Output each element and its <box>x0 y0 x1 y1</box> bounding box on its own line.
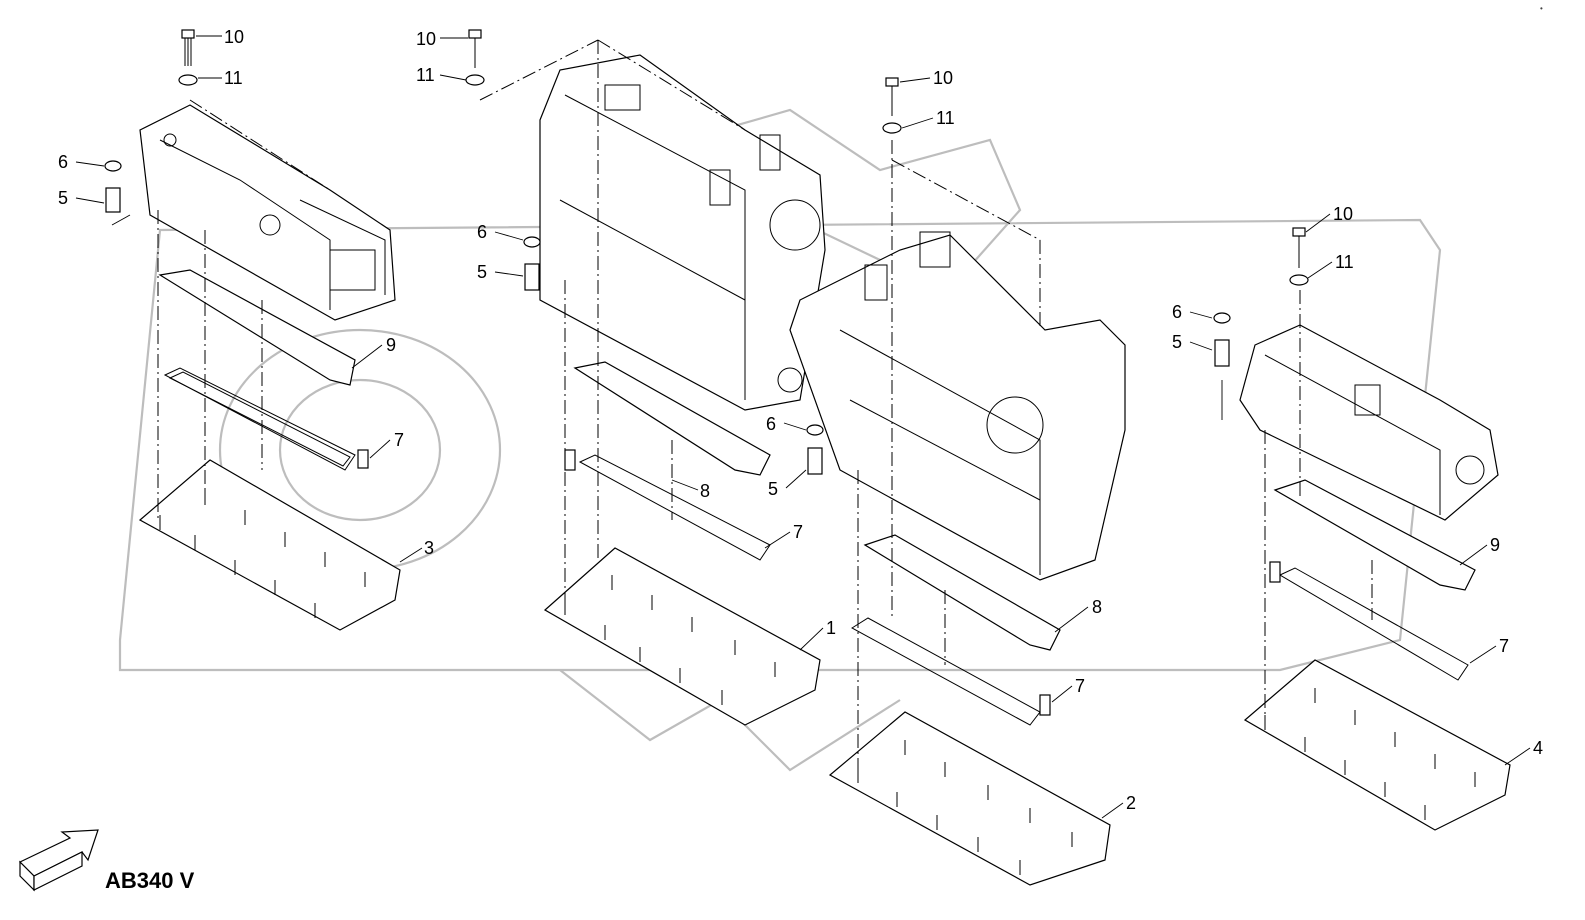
washer-icon <box>465 74 485 86</box>
nut-icon <box>104 160 122 172</box>
base-plate-4 <box>1243 659 1511 831</box>
assembly-centre-left <box>465 29 826 726</box>
callout-7: 7 <box>394 430 404 450</box>
washer-icon <box>882 122 902 134</box>
plate-9-right <box>1273 479 1476 591</box>
callout-3: 3 <box>424 538 434 558</box>
spacer-icon <box>105 187 121 213</box>
bolt-icon <box>885 77 899 116</box>
callout-11: 11 <box>1335 252 1354 272</box>
callout-1: 1 <box>826 618 836 638</box>
seal-7-left <box>163 367 356 471</box>
callout-10: 10 <box>933 68 953 88</box>
callout-8: 8 <box>1092 597 1102 617</box>
callout-4: 4 <box>1533 738 1543 758</box>
frame-body-right <box>1239 324 1499 521</box>
frame-body-centre-left <box>539 54 826 411</box>
washer-icon <box>1289 274 1309 286</box>
base-plate-2 <box>828 711 1111 886</box>
model-code-label: AB340 V <box>105 868 195 893</box>
callout-6: 6 <box>1172 302 1182 322</box>
callout-7: 7 <box>1075 676 1085 696</box>
callout-5: 5 <box>58 188 68 208</box>
callout-10: 10 <box>416 29 436 49</box>
assembly-centre-right <box>789 77 1126 886</box>
frame-body-centre-right <box>789 234 1126 581</box>
spacer-icon <box>807 447 823 475</box>
nut-icon <box>1213 312 1231 324</box>
callout-5: 5 <box>1172 332 1182 352</box>
assembly-right <box>1213 227 1511 831</box>
callout-6: 6 <box>766 414 776 434</box>
spacer-icon <box>1214 339 1230 367</box>
assembly-left <box>104 29 401 631</box>
callout-5: 5 <box>768 479 778 499</box>
callout-10: 10 <box>1333 204 1353 224</box>
seal-7-right <box>1278 567 1469 681</box>
nut-icon <box>523 236 541 248</box>
bolt-icon <box>181 29 195 66</box>
washer-icon <box>178 74 198 86</box>
view-direction-arrow-icon <box>18 829 99 892</box>
nut-icon <box>806 424 824 436</box>
bolt-icon <box>468 29 482 68</box>
callout-9: 9 <box>1490 535 1500 555</box>
callout-5: 5 <box>477 262 487 282</box>
callout-10: 10 <box>224 27 244 47</box>
callout-9: 9 <box>386 335 396 355</box>
callout-6: 6 <box>477 222 487 242</box>
callout-7: 7 <box>1499 636 1509 656</box>
callout-6: 6 <box>58 152 68 172</box>
base-plate-1 <box>543 547 821 726</box>
callout-8: 8 <box>700 481 710 501</box>
base-plate-3 <box>138 459 401 631</box>
spacer-icon <box>524 263 540 291</box>
corner-mark: • <box>1540 4 1543 13</box>
callout-7: 7 <box>793 522 803 542</box>
bolt-icon <box>1292 227 1306 268</box>
callout-11: 11 <box>936 108 955 128</box>
plate-8-centre-right <box>863 534 1061 651</box>
plate-8-centre-left <box>573 361 771 476</box>
callout-11: 11 <box>416 65 435 85</box>
callout-2: 2 <box>1126 793 1136 813</box>
callout-labels: 10 11 6 5 9 7 3 10 11 6 5 8 7 1 10 11 6 … <box>58 27 1543 813</box>
callout-11: 11 <box>224 68 243 88</box>
leader-lines <box>75 35 1531 819</box>
plate-9-left <box>158 269 356 386</box>
frame-body-left <box>139 104 396 321</box>
